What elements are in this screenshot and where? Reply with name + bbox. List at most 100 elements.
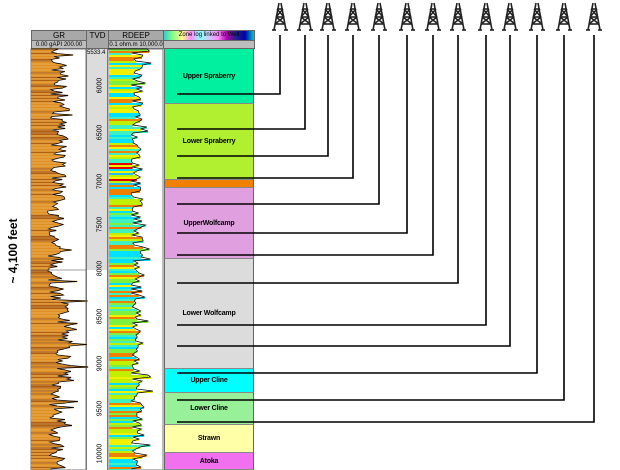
rdeep-fill: [109, 273, 140, 275]
rdeep-fill: [109, 141, 134, 143]
rdeep-fill: [109, 61, 137, 63]
rdeep-fill: [109, 281, 140, 283]
rdeep-fill: [109, 333, 139, 335]
rdeep-fill: [109, 87, 142, 89]
rdeep-fill: [109, 229, 138, 231]
zone-upperwolfcamp: UpperWolfcamp: [164, 188, 254, 259]
rdeep-fill: [109, 125, 133, 127]
rdeep-fill: [109, 219, 135, 221]
rdeep-fill: [109, 103, 143, 105]
rdeep-fill: [109, 243, 133, 245]
rdeep-fill: [109, 423, 140, 425]
rdeep-fill: [109, 73, 135, 75]
well-lateral: [177, 35, 459, 284]
rdeep-fill: [109, 143, 134, 145]
rdeep-fill: [109, 107, 133, 109]
rdeep-fill: [109, 291, 143, 293]
well-lateral: [177, 35, 538, 374]
rdeep-fill: [109, 237, 142, 239]
rdeep-fill: [109, 389, 137, 391]
rdeep-fill: [109, 373, 132, 375]
rdeep-fill: [109, 463, 137, 465]
rdeep-fill: [109, 441, 133, 443]
rdeep-fill: [109, 403, 141, 405]
rdeep-fill: [109, 129, 141, 131]
rdeep-fill: [109, 393, 138, 395]
rdeep-fill: [109, 101, 133, 103]
rdeep-fill: [109, 465, 137, 467]
rdeep-fill: [109, 369, 134, 371]
gr-curve: [31, 48, 89, 470]
rdeep-fill: [109, 171, 137, 173]
rdeep-fill: [109, 467, 141, 469]
rdeep-fill: [109, 233, 139, 235]
rdeep-fill: [109, 205, 143, 207]
rdeep-fill: [109, 173, 134, 175]
rdeep-fill: [109, 49, 148, 51]
derrick-icon: [478, 2, 494, 31]
rdeep-fill: [109, 407, 145, 409]
rdeep-fill: [109, 433, 138, 435]
derrick-icon: [529, 2, 545, 31]
rdeep-fill: [109, 411, 142, 413]
rdeep-fill: [109, 337, 138, 339]
rdeep-fill: [109, 69, 141, 71]
rdeep-fill: [109, 83, 146, 85]
rdeep-fill: [109, 227, 142, 229]
rdeep-fill: [109, 445, 151, 447]
rdeep-fill: [109, 285, 132, 287]
rdeep-fill: [109, 235, 133, 237]
rdeep-fill: [109, 317, 136, 319]
rdeep-fill: [109, 217, 141, 219]
rdeep-fill: [109, 247, 143, 249]
rdeep-fill: [109, 391, 153, 393]
rdeep-fill: [109, 151, 139, 153]
rdeep-fill: [109, 215, 132, 217]
rdeep-fill: [109, 189, 141, 191]
rdeep-fill: [109, 57, 142, 59]
rdeep-fill: [109, 455, 147, 457]
well-lateral: [177, 35, 306, 130]
rdeep-fill: [109, 443, 132, 445]
rdeep-fill: [109, 63, 152, 65]
well-lateral: [177, 35, 434, 256]
rdeep-fill: [109, 435, 145, 437]
rdeep-fill: [109, 379, 133, 381]
rdeep-fill: [109, 225, 146, 227]
well-lateral: [177, 35, 281, 95]
rdeep-fill: [109, 91, 143, 93]
rdeep-fill: [109, 147, 139, 149]
rdeep-fill: [109, 113, 139, 115]
rdeep-fill: [109, 53, 132, 55]
rdeep-fill: [109, 305, 134, 307]
rdeep-fill: [109, 311, 141, 313]
rdeep-fill: [109, 277, 140, 279]
rdeep-fill: [109, 377, 151, 379]
rdeep-fill: [109, 255, 143, 257]
zone-lower-wolfcamp: Lower Wolfcamp: [164, 259, 254, 369]
rdeep-fill: [109, 193, 132, 195]
rdeep-fill: [109, 355, 133, 357]
rdeep-fill: [109, 93, 134, 95]
rdeep-fill: [109, 301, 135, 303]
rdeep-fill: [109, 197, 134, 199]
rdeep-fill: [109, 207, 134, 209]
rdeep-fill: [109, 167, 133, 169]
rdeep-fill: [109, 183, 141, 185]
derrick-icon: [586, 2, 602, 31]
rdeep-fill: [109, 417, 138, 419]
rdeep-fill: [109, 71, 136, 73]
rdeep-fill: [109, 179, 137, 181]
rdeep-fill: [109, 397, 135, 399]
rdeep-fill: [109, 427, 133, 429]
rdeep-fill: [109, 153, 137, 155]
rdeep-fill: [109, 421, 134, 423]
rdeep-fill: [109, 67, 143, 69]
rdeep-fill: [109, 439, 139, 441]
rdeep-fill: [109, 375, 149, 377]
rdeep-fill: [109, 251, 141, 253]
rdeep-fill: [109, 231, 134, 233]
rdeep-fill: [109, 385, 140, 387]
rdeep-fill: [109, 287, 142, 289]
